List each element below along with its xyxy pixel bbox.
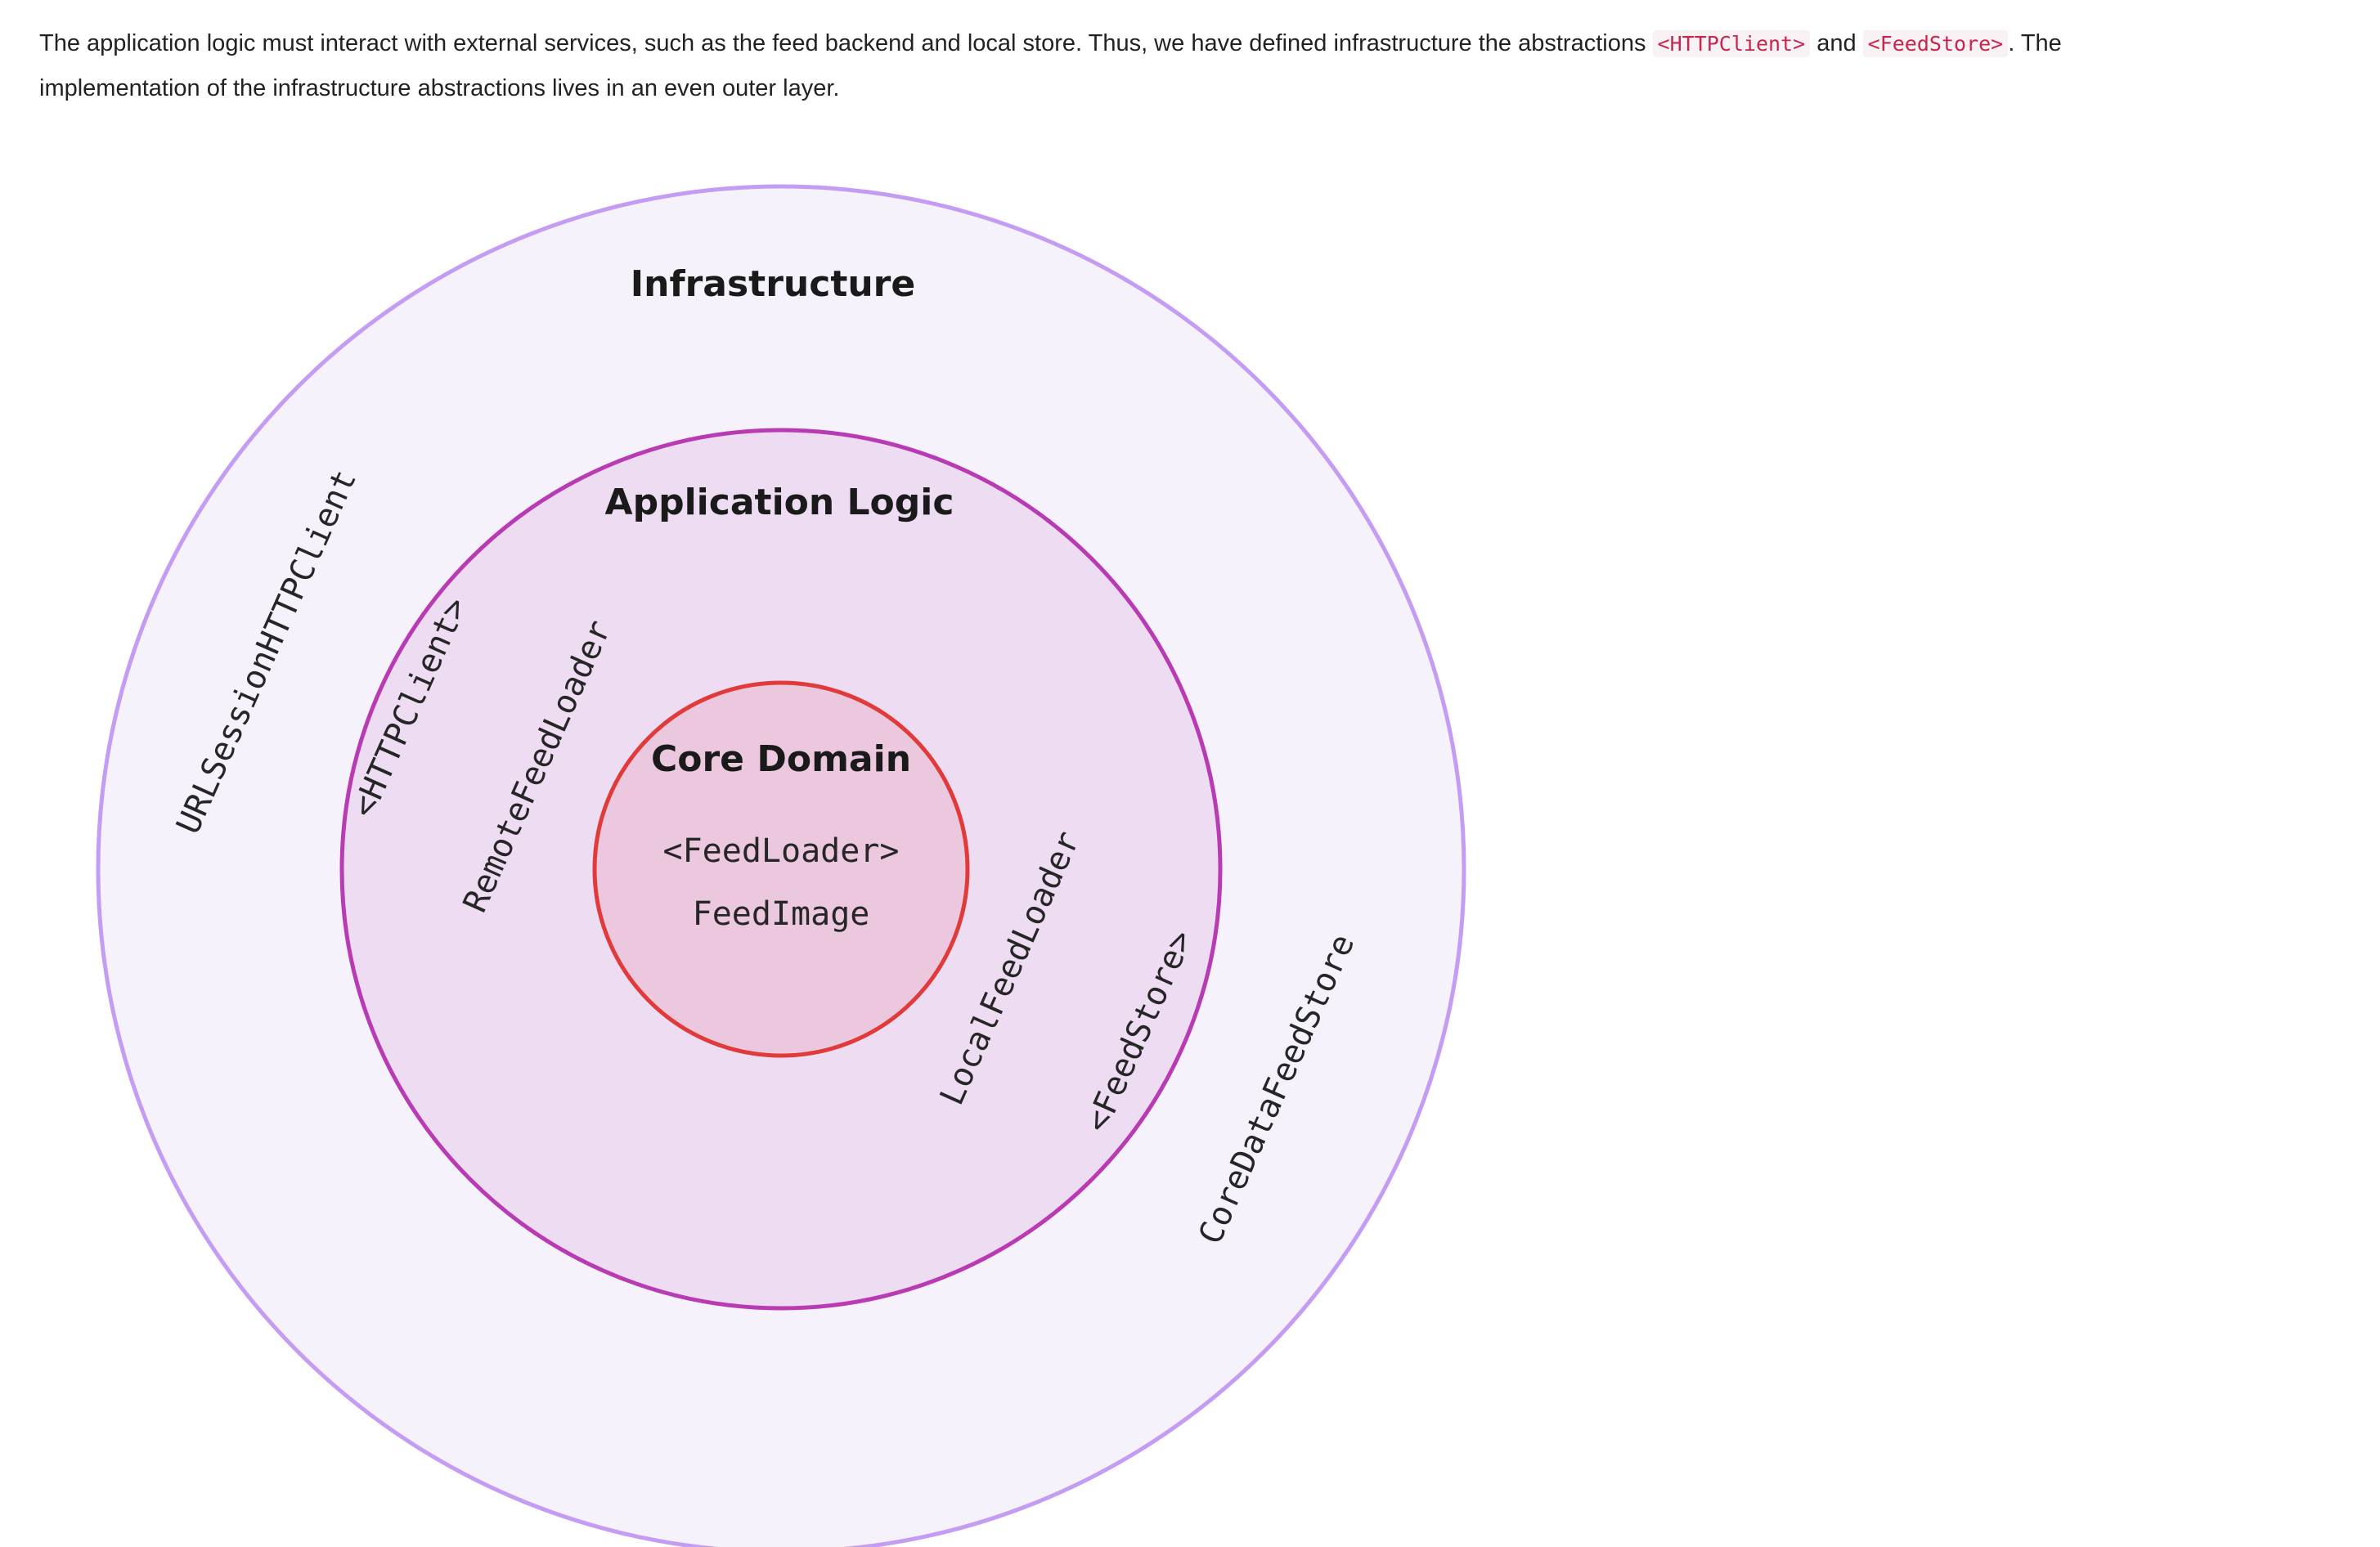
core-item-feedloader: <FeedLoader>: [663, 832, 900, 870]
core-domain-title: Core Domain: [651, 738, 911, 780]
infrastructure-title: Infrastructure: [631, 263, 915, 305]
feedstore-code: <FeedStore>: [1862, 30, 2009, 57]
clean-architecture-diagram: Infrastructure Application Logic Core Do…: [96, 184, 1466, 1547]
intro-text-2: and: [1810, 30, 1863, 56]
intro-text-3: . The implementation of the infrastructu…: [39, 30, 2062, 101]
intro-text-1: The application logic must interact with…: [39, 30, 1653, 56]
core-item-feedimage: FeedImage: [693, 895, 870, 933]
httpclient-code: <HTTPClient>: [1652, 30, 1811, 57]
application-logic-title: Application Logic: [605, 482, 954, 523]
intro-paragraph: The application logic must interact with…: [39, 21, 2198, 110]
core-domain-ring: [592, 680, 970, 1058]
